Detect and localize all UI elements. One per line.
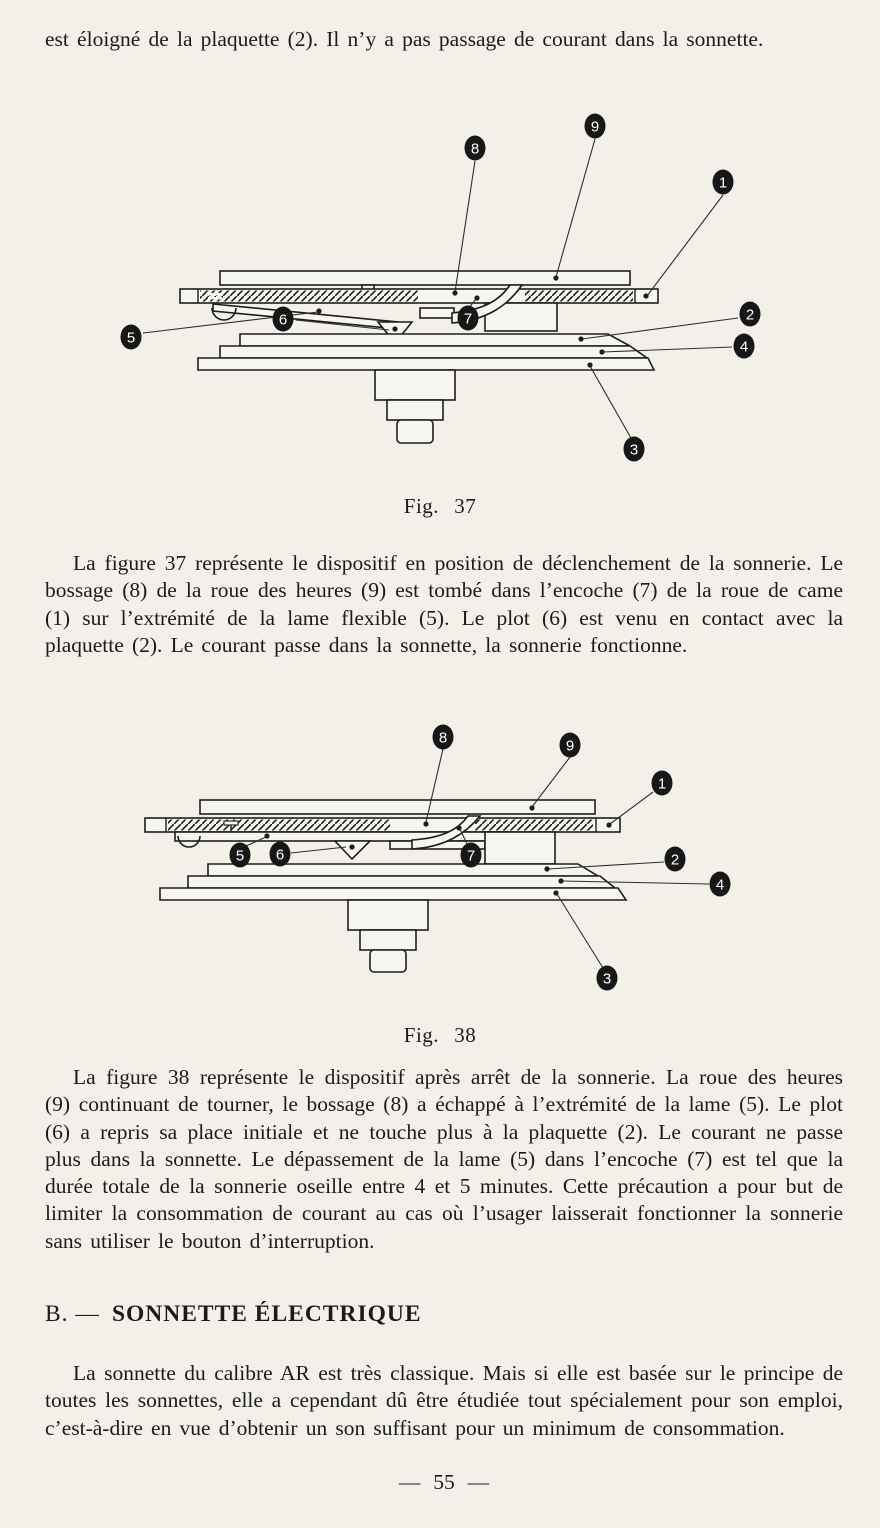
svg-text:5: 5 bbox=[236, 848, 244, 865]
section-b-heading: B. — SONNETTE ÉLECTRIQUE bbox=[45, 1301, 422, 1328]
plate-stack bbox=[159, 863, 628, 901]
figure-37-caption: Fig. 37 bbox=[403, 494, 477, 518]
callout-5: 5 bbox=[120, 324, 142, 350]
svg-text:2: 2 bbox=[746, 307, 754, 324]
figure-37-description: La figure 37 représente le dispositif en… bbox=[45, 551, 843, 657]
svg-text:4: 4 bbox=[740, 339, 748, 356]
flexible-blade bbox=[211, 303, 399, 330]
figure-38-drawing: 8 9 1 2 4 3 5 bbox=[144, 724, 731, 991]
hour-wheel-plate bbox=[219, 270, 631, 292]
section-b-letter: B. — bbox=[45, 1301, 100, 1327]
boss-s-piece bbox=[411, 815, 482, 850]
svg-text:8: 8 bbox=[471, 141, 479, 158]
svg-text:6: 6 bbox=[276, 847, 284, 864]
bottom-disc bbox=[197, 357, 656, 371]
figure-37: 8 9 1 2 4 3 5 bbox=[90, 100, 790, 519]
callout-6: 6 bbox=[272, 306, 294, 332]
bell-shaft bbox=[374, 369, 456, 444]
callout-3: 3 bbox=[623, 436, 645, 462]
plate-stack bbox=[197, 333, 656, 371]
figure-38: 8 9 1 2 4 3 5 bbox=[90, 712, 790, 1048]
svg-text:3: 3 bbox=[603, 971, 611, 988]
cam-wheel-bar bbox=[144, 817, 621, 833]
callout-2: 2 bbox=[739, 301, 761, 327]
callout-3: 3 bbox=[596, 965, 618, 991]
callout-8: 8 bbox=[464, 135, 486, 161]
callout-9: 9 bbox=[559, 732, 581, 758]
callout-4: 4 bbox=[709, 871, 731, 897]
svg-text:2: 2 bbox=[671, 852, 679, 869]
svg-text:3: 3 bbox=[630, 442, 638, 459]
section-b-paragraph: La sonnette du calibre AR est très class… bbox=[45, 1361, 843, 1440]
callout-1: 1 bbox=[712, 169, 734, 195]
bell-shaft bbox=[347, 899, 429, 973]
callout-7: 7 bbox=[460, 842, 482, 868]
svg-text:4: 4 bbox=[716, 877, 724, 894]
svg-text:5: 5 bbox=[127, 330, 135, 347]
svg-text:1: 1 bbox=[719, 175, 727, 192]
callout-5: 5 bbox=[229, 842, 251, 868]
intro-paragraph: est éloigné de la plaquette (2). Il n’y … bbox=[45, 27, 764, 51]
callout-1: 1 bbox=[651, 770, 673, 796]
callout-7: 7 bbox=[457, 305, 479, 331]
svg-text:1: 1 bbox=[658, 776, 666, 793]
hour-wheel-plate bbox=[199, 799, 596, 815]
svg-text:6: 6 bbox=[279, 312, 287, 329]
page-number: — 55 — bbox=[398, 1470, 490, 1494]
callout-2: 2 bbox=[664, 846, 686, 872]
callout-6: 6 bbox=[269, 841, 291, 867]
contact-plot bbox=[376, 321, 414, 345]
figure-38-caption: Fig. 38 bbox=[403, 1023, 477, 1047]
middle-disc bbox=[187, 875, 618, 889]
leader-lines bbox=[245, 748, 710, 969]
bottom-disc bbox=[159, 887, 628, 901]
svg-text:9: 9 bbox=[591, 119, 599, 136]
callout-4: 4 bbox=[733, 333, 755, 359]
callout-8: 8 bbox=[432, 724, 454, 750]
svg-text:7: 7 bbox=[464, 311, 472, 328]
contact-plot bbox=[333, 840, 372, 861]
plaquette-plate bbox=[239, 333, 631, 347]
cam-wheel-bar bbox=[179, 288, 659, 304]
plaquette-plate bbox=[207, 863, 601, 877]
figure-38-description: La figure 38 représente le dispositif ap… bbox=[45, 1065, 843, 1253]
svg-text:8: 8 bbox=[439, 730, 447, 747]
section-b-title: SONNETTE ÉLECTRIQUE bbox=[111, 1301, 422, 1327]
svg-text:7: 7 bbox=[467, 848, 475, 865]
svg-text:9: 9 bbox=[566, 738, 574, 755]
figure-37-drawing: 8 9 1 2 4 3 5 bbox=[120, 113, 761, 462]
callout-9: 9 bbox=[584, 113, 606, 139]
middle-disc bbox=[219, 345, 650, 359]
